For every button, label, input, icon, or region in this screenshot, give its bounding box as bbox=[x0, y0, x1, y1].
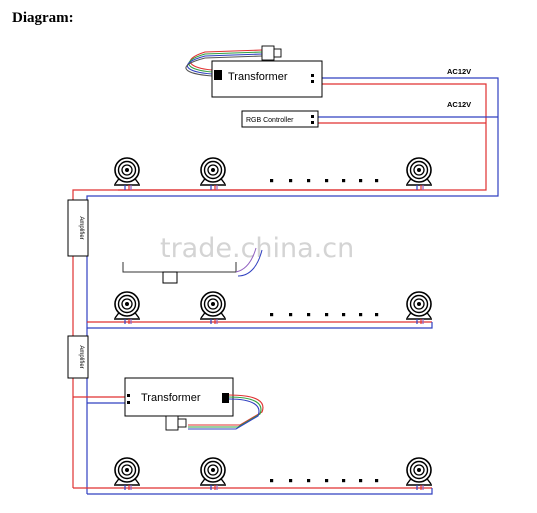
transformer-box bbox=[211, 60, 323, 98]
wire-row2-blue bbox=[87, 322, 433, 329]
ac-label-2: AC12V bbox=[447, 100, 471, 109]
amplifier-label-1: Amplifier bbox=[78, 216, 84, 239]
spotlight-icon bbox=[114, 157, 140, 190]
controller-label: RGB Controller bbox=[246, 117, 294, 124]
ellipsis-dots bbox=[270, 179, 379, 183]
rgb-cable-bottom bbox=[188, 394, 264, 430]
watermark: trade.china.cn bbox=[160, 233, 354, 264]
spotlight-icon bbox=[406, 291, 432, 324]
ellipsis-dots bbox=[270, 313, 379, 317]
spotlight-icon bbox=[200, 457, 226, 490]
rgb-controller: RGB Controller bbox=[241, 110, 319, 128]
terminal-block-icon bbox=[311, 74, 314, 83]
amplifier-1: Amplifier bbox=[67, 199, 89, 257]
transformer-top: Transformer bbox=[185, 45, 323, 98]
connector-plug-icon bbox=[165, 415, 187, 431]
main-wiring bbox=[72, 77, 499, 495]
transformer-label: Transformer bbox=[228, 71, 288, 83]
rgb-cable-top bbox=[185, 49, 263, 77]
spotlight-icon bbox=[200, 157, 226, 190]
faded-controller bbox=[122, 247, 263, 284]
amplifier-label-2: Amplifier bbox=[78, 345, 84, 368]
spotlight-icon bbox=[200, 291, 226, 324]
transformer-label-2: Transformer bbox=[141, 392, 201, 404]
spotlight-icon bbox=[114, 291, 140, 324]
terminal-block-icon bbox=[214, 70, 222, 80]
terminal-block-icon bbox=[222, 393, 229, 403]
diagram-heading: Diagram: bbox=[12, 10, 74, 26]
transformer-bottom: Transformer bbox=[124, 377, 264, 431]
terminal-block-icon bbox=[127, 394, 130, 404]
ellipsis-dots bbox=[270, 479, 379, 483]
wire-transformer-red bbox=[72, 83, 487, 212]
spotlight-icon bbox=[114, 457, 140, 490]
spotlight-icon bbox=[406, 457, 432, 490]
amplifier-2: Amplifier bbox=[67, 335, 89, 379]
ac-label-1: AC12V bbox=[447, 67, 471, 76]
spotlight-icon bbox=[406, 157, 432, 190]
transformer-box-2 bbox=[124, 377, 234, 417]
connector-plug-icon bbox=[261, 45, 282, 61]
wire-row3-blue bbox=[87, 488, 433, 495]
spotlight-rows bbox=[114, 157, 432, 490]
wire-transformer-blue bbox=[86, 77, 499, 212]
